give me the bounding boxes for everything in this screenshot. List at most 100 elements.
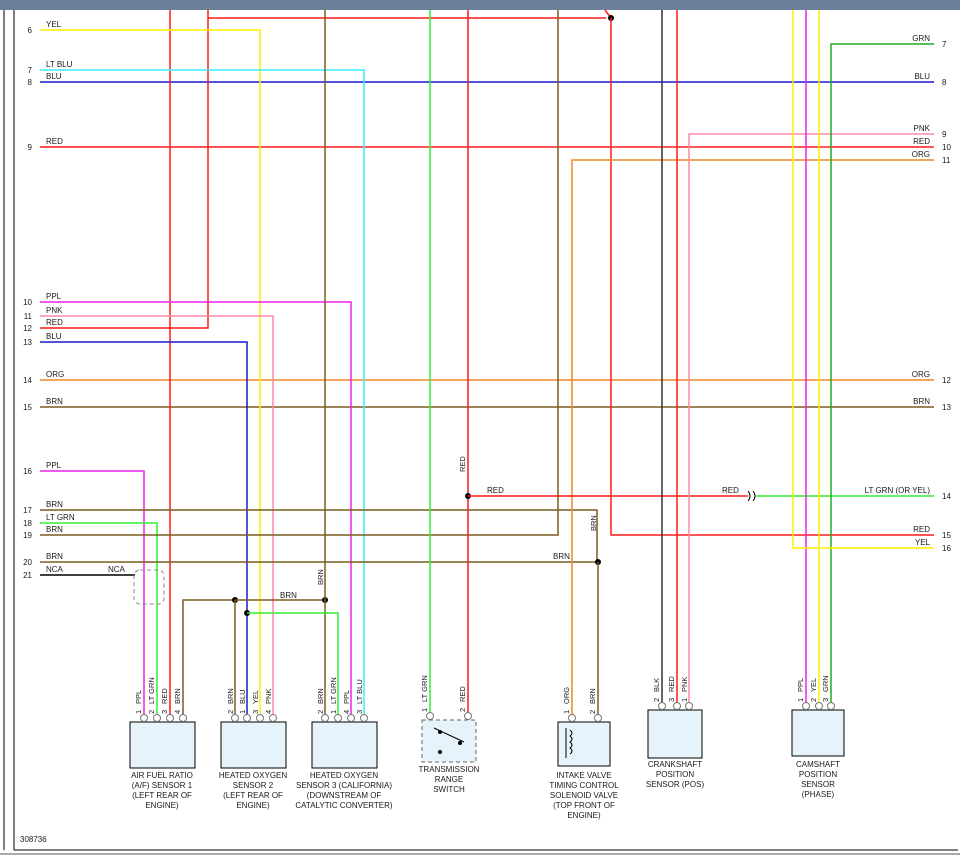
right-pin-number: 13 [942,403,951,412]
left-pin-number: 11 [24,312,33,321]
left-pin-number: 12 [23,324,32,333]
af-sensor-1-title: (A/F) SENSOR 1 [132,781,193,790]
left-wire-label: BRN [46,525,63,534]
wire-ltgrn-18 [40,522,158,718]
left-wire-label: NCA [46,565,64,574]
right-pin-number: 12 [942,376,951,385]
ho2s-3-pin [360,714,368,722]
trs-switch-contact [438,750,442,754]
af-sensor-1-pin [153,714,161,722]
ckp-box [647,709,703,759]
ckp-wire-label: BLK [652,678,661,692]
left-pin-number: 20 [23,558,32,567]
af-sensor-1-pin-number: 2 [147,710,156,714]
wire-red-15 [610,18,934,536]
ho2s-2-pin [256,714,264,722]
trs-box [421,719,477,763]
left-pin-number: 19 [23,531,32,540]
af-sensor-1-title: AIR FUEL RATIO [131,771,193,780]
ivtc-title: INTAKE VALVE [556,771,611,780]
nca-shield [133,569,165,605]
ivtc-pin [568,714,576,722]
right-pin-number: 15 [942,531,951,540]
cmp-pin [815,702,823,710]
trs-wire-label: LT GRN [420,675,429,702]
cmp-pin-number: 3 [821,698,830,702]
right-pin-number: 10 [942,143,951,152]
af-sensor-1-box [129,721,196,769]
left-pin-number: 6 [28,26,33,35]
right-wire-label: BLU [914,72,930,81]
left-wire-label: BRN [46,552,63,561]
nca-label: NCA [108,565,126,574]
ho2s-2-pin [243,714,251,722]
af-sensor-1-pin [179,714,187,722]
ivtc-title: (TOP FRONT OF [553,801,615,810]
af-sensor-1-pin-number: 3 [160,710,169,714]
right-pin-number: 14 [942,492,951,501]
ckp-title: POSITION [656,770,694,779]
trs-pin [426,712,434,720]
right-wire-label: PNK [914,124,931,133]
red-14-label: RED [487,486,504,495]
left-pin-number: 9 [28,143,33,152]
red-conn-label: RED [722,486,739,495]
right-wire-label: RED [913,525,930,534]
left-pin-number: 17 [23,506,32,515]
cmp-wire-label: PPL [796,678,805,692]
ho2s-2-wire-label: YEL [251,690,260,704]
right-wire-label: YEL [915,538,931,547]
ivtc-title: ENGINE) [567,811,601,820]
cmp-pin [827,702,835,710]
af-sensor-1-wire-label: BRN [173,688,182,704]
ivtc-wire-label: ORG [562,687,571,704]
ckp-title: CRANKSHAFT [648,760,702,769]
trs-title: TRANSMISSION [419,765,480,774]
ho2s-3-pin [347,714,355,722]
left-pin-number: 8 [28,78,33,87]
left-wire-label: ORG [46,370,64,379]
left-pin-number: 18 [23,519,32,528]
ho2s-3-pin-number: 2 [316,710,325,714]
trs-pin-number: 2 [458,708,467,712]
ho2s-3-title: HEATED OXYGEN [310,771,379,780]
ho2s-3-title: SENSOR 3 (CALIFORNIA) [296,781,392,790]
left-pin-number: 14 [23,376,32,385]
right-wire-label: ORG [912,150,930,159]
left-wire-label: RED [46,318,63,327]
cmp-box [791,709,845,757]
ckp-wire-label: PNK [680,677,689,692]
ho2s-3-wire-label: LT GRN [329,677,338,704]
left-wire-label: BLU [46,72,62,81]
right-wire-label: GRN [912,34,930,43]
ho2s-3-pin-number: 4 [342,710,351,714]
ho2s-3-wire-label: BRN [316,688,325,704]
ho2s-2-pin-number: 2 [226,710,235,714]
trs-title: RANGE [435,775,463,784]
ho2s-2-pin-number: 4 [264,710,273,714]
ckp-pin [685,702,693,710]
af-sensor-1-wire-label: RED [160,688,169,704]
right-wire-label: BRN [913,397,930,406]
trs-title: SWITCH [433,785,465,794]
left-wire-label: LT BLU [46,60,73,69]
ckp-pin-number: 2 [652,698,661,702]
trs-wire-label: RED [458,686,467,702]
ho2s-2-title: (LEFT REAR OF [223,791,283,800]
wire-brn-af [182,599,235,718]
left-pin-number: 13 [23,338,32,347]
wire-yel-6 [40,29,261,718]
ivtc-pin-number: 2 [588,710,597,714]
right-pin-number: 11 [942,156,951,165]
ho2s-3-box [311,721,378,769]
ho2s-3-pin [321,714,329,722]
ho2s-3-wire-label: LT BLU [355,679,364,704]
ivtc-wire-label: BRN [588,688,597,704]
wire-ppl-16 [40,470,145,718]
ho2s-2-title: HEATED OXYGEN [219,771,288,780]
trs-red-label: RED [458,456,467,472]
wire-yel-16 [792,10,934,549]
ho2s-2-wire-label: BRN [226,688,235,704]
cmp-wire-label: GRN [821,675,830,692]
ho2s-2-title: ENGINE) [236,801,270,810]
